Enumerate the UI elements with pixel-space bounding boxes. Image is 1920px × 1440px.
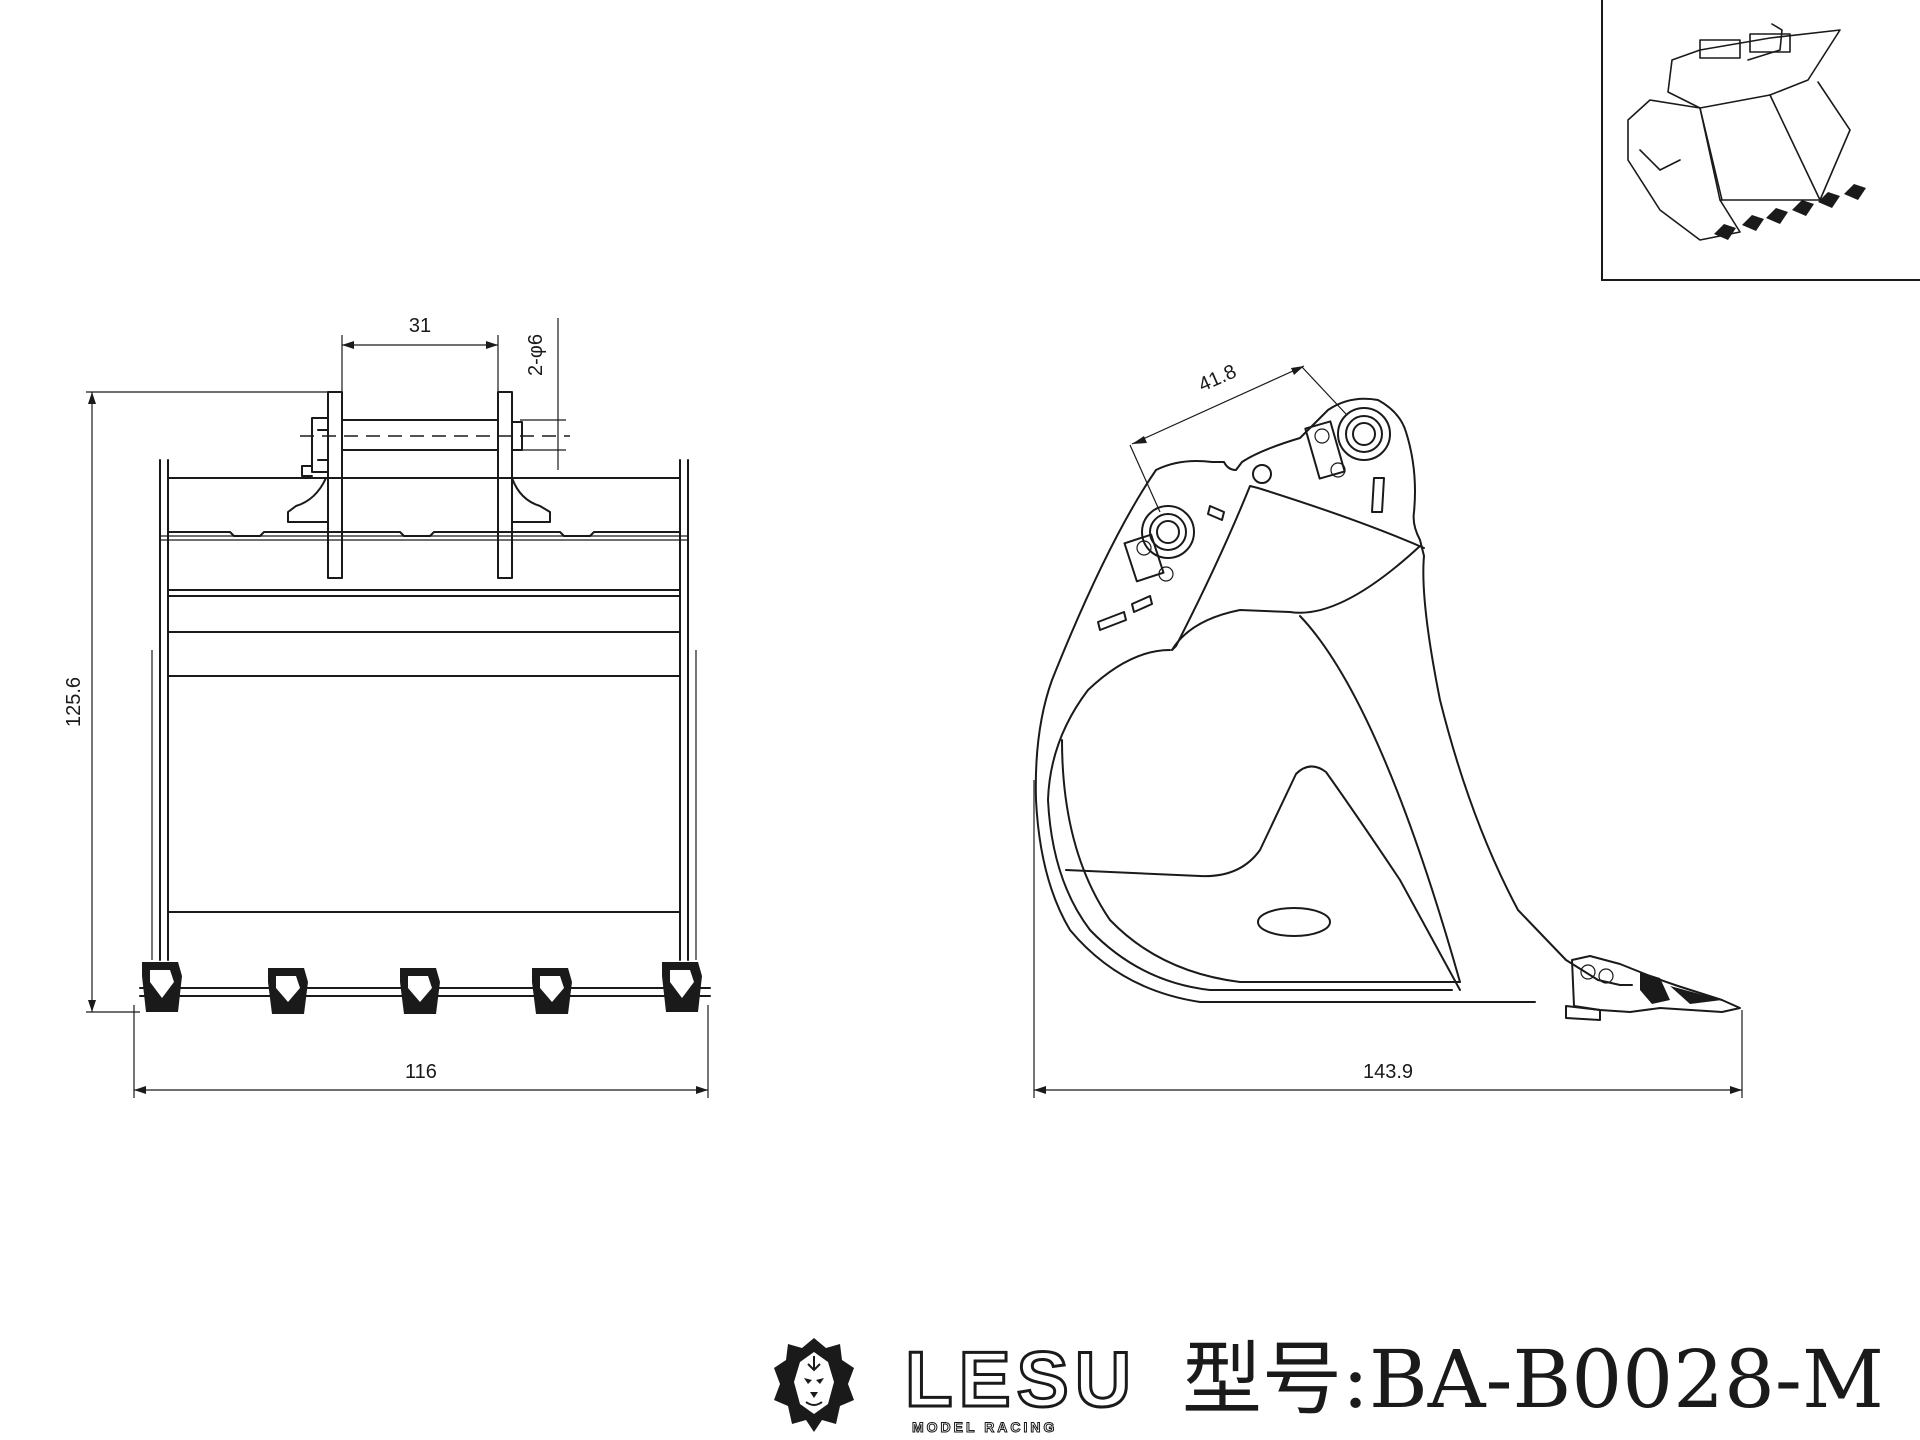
lion-head-icon <box>774 1338 854 1432</box>
dim-pin-holes: 2-φ6 <box>520 318 566 470</box>
dim-pin-spacing: 31 <box>341 315 499 392</box>
dim-overall-length: 143.9 <box>1033 780 1743 1098</box>
dim-overall-width: 116 <box>133 1005 709 1098</box>
dim-overall-length-label: 143.9 <box>1363 1061 1413 1083</box>
front-teeth <box>142 962 702 1014</box>
front-view: 31 2-φ6 125.6 116 <box>63 315 711 1098</box>
dim-link-center: 41.8 <box>1129 361 1347 513</box>
dim-overall-width-label: 116 <box>405 1061 437 1083</box>
side-tooth <box>1565 955 1741 1021</box>
isometric-preview <box>1601 0 1920 281</box>
brand-logo-text: LESU <box>903 1335 1138 1423</box>
model-number: 型号:BA-B0028-M <box>1182 1333 1884 1426</box>
dim-pin-spacing-label: 31 <box>409 315 431 337</box>
dim-pin-holes-label: 2-φ6 <box>525 334 547 376</box>
dim-link-center-label: 41.8 <box>1195 361 1240 397</box>
dim-overall-height-label: 125.6 <box>63 677 85 727</box>
brand-subtitle: MODEL RACING <box>911 1419 1058 1435</box>
side-view: 41.8 143.9 <box>1033 361 1743 1098</box>
dim-overall-height: 125.6 <box>63 391 328 1013</box>
